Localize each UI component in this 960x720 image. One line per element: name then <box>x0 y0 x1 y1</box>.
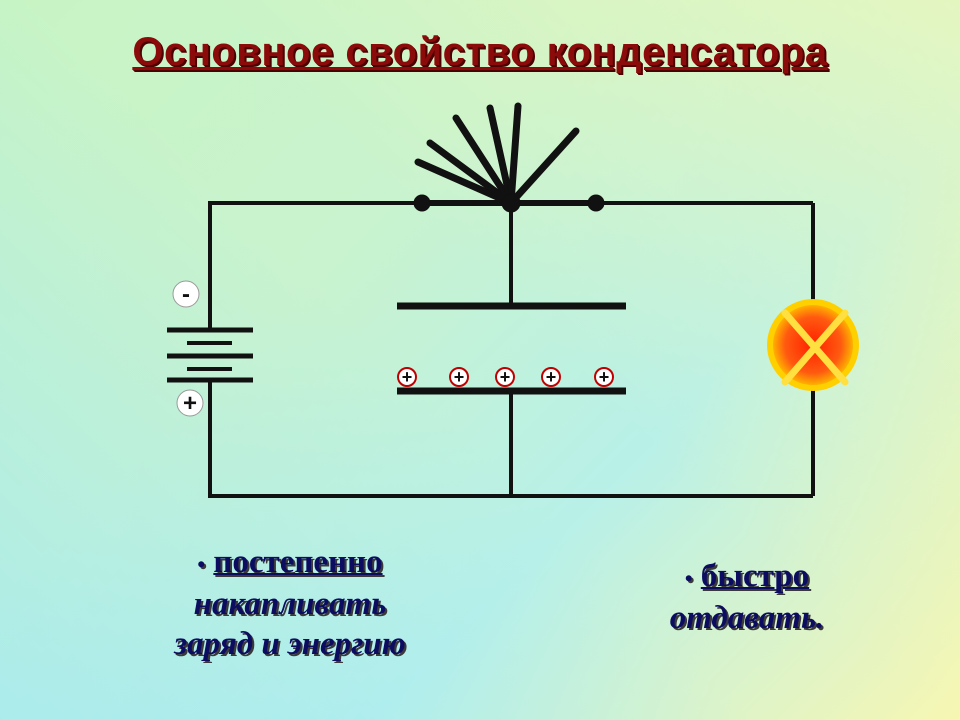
lamp-cross-2 <box>781 309 849 386</box>
caption-right-bullet: • <box>684 565 693 591</box>
switch-contact-center <box>501 193 521 213</box>
switch-blade-5 <box>507 102 522 207</box>
wire-bottom <box>208 382 813 498</box>
charge-marker: + <box>541 367 561 387</box>
switch <box>413 102 605 213</box>
caption-left-line2: накапливать <box>193 586 387 623</box>
charge-sign: + <box>546 367 557 387</box>
caption-right-line1: быстро <box>700 558 810 594</box>
capacitor-charges: + + + + + <box>397 367 614 387</box>
battery-plus-label: + <box>183 390 197 417</box>
caption-left-bullet: • <box>197 551 206 577</box>
page-title: Основное свойство конденсатора <box>132 30 828 74</box>
switch-blade-1 <box>414 158 515 207</box>
battery-plus-terminal: + <box>176 389 204 417</box>
caption-left-line3: заряд и энергию <box>174 626 406 663</box>
lamp <box>767 299 859 391</box>
charge-sign: + <box>402 367 413 387</box>
caption-right-line2: отдавать. <box>669 600 825 637</box>
capacitor <box>397 302 626 395</box>
switch-contact-left <box>413 194 431 212</box>
caption-left-line1: постепенно <box>213 544 383 580</box>
charge-marker: + <box>397 367 417 387</box>
charge-sign: + <box>454 367 465 387</box>
switch-blade-4 <box>486 104 515 207</box>
wires <box>208 201 815 498</box>
battery-minus-terminal: - <box>172 280 200 308</box>
charge-marker: + <box>594 367 614 387</box>
wire-top-left <box>208 201 422 318</box>
battery <box>167 318 253 383</box>
charge-sign: + <box>500 367 511 387</box>
switch-blade-2 <box>426 139 515 207</box>
caption-right: • быстро отдавать. <box>612 556 882 638</box>
battery-minus-label: - <box>182 281 190 308</box>
charge-sign: + <box>599 367 610 387</box>
switch-blade-3 <box>452 114 515 207</box>
charge-marker: + <box>449 367 469 387</box>
switch-blade-6 <box>507 127 580 207</box>
charge-marker: + <box>495 367 515 387</box>
switch-contact-right <box>587 194 605 212</box>
caption-left: • постепенно накапливать заряд и энергию <box>110 542 470 664</box>
